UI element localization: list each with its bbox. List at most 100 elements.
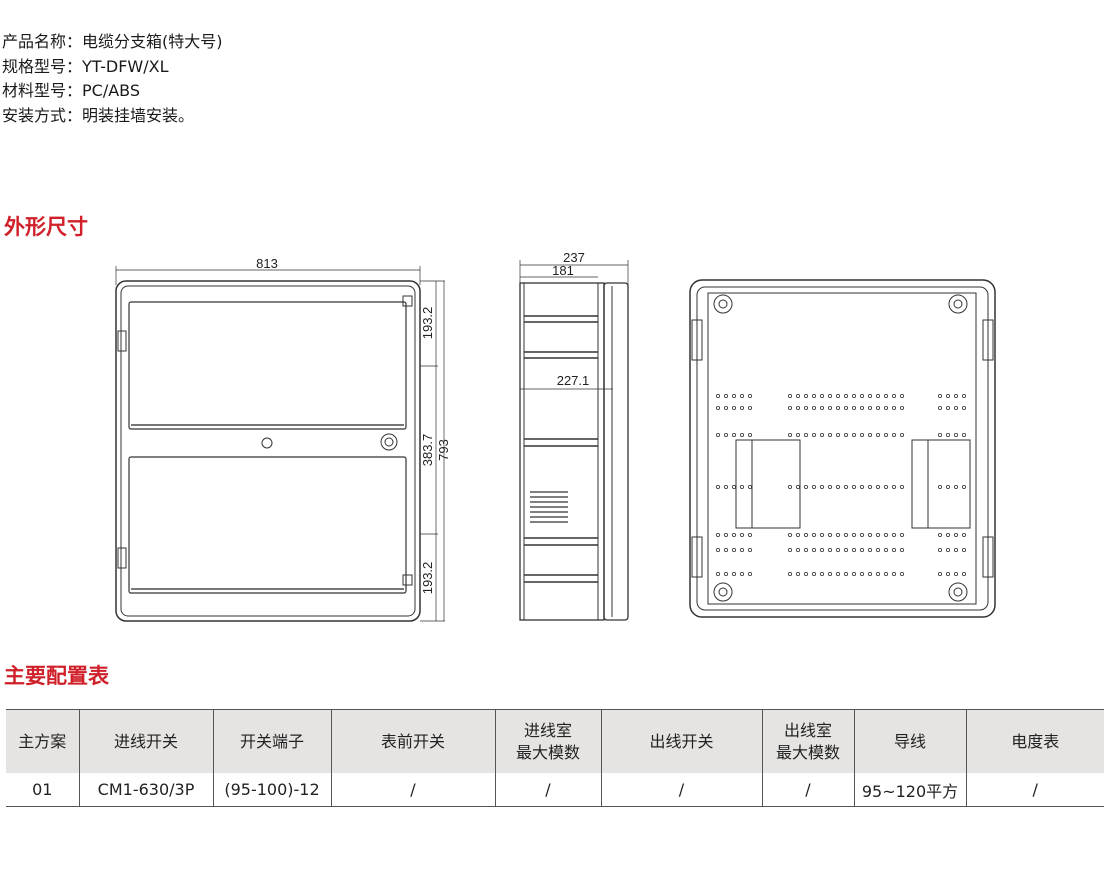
knockout-hole (836, 405, 841, 410)
knockout-hole (860, 533, 865, 538)
knockout-hole (788, 484, 793, 489)
knockout-hole (740, 432, 745, 437)
knockout-hole (962, 548, 967, 553)
knockout-hole (740, 393, 745, 398)
knockout-hole (828, 484, 833, 489)
col-header: 出线开关 (600, 709, 762, 773)
info-install: 安装方式：明装挂墙安装。 (2, 105, 195, 125)
knockout-hole (844, 533, 849, 538)
knockout-hole (884, 572, 889, 577)
knockout-hole (868, 393, 873, 398)
knockout-hole (938, 548, 943, 553)
knockout-hole (868, 533, 873, 538)
col-header: 主方案 (6, 709, 79, 773)
knockout-hole (868, 432, 873, 437)
knockout-hole (796, 432, 801, 437)
knockout-hole (796, 533, 801, 538)
knockout-hole (804, 405, 809, 410)
table-row: 01 CM1-630/3P (95-100)-12 / / / / 95~120… (6, 773, 1104, 807)
knockout-hole (716, 432, 721, 437)
knockout-hole (724, 405, 729, 410)
knockout-hole (788, 572, 793, 577)
knockout-hole (740, 572, 745, 577)
knockout-hole (860, 572, 865, 577)
knockout-hole (828, 572, 833, 577)
dim-front-bottom: 193.2 (420, 562, 435, 595)
knockout-hole (884, 548, 889, 553)
table-cell: / (494, 773, 601, 807)
knockout-hole (748, 393, 753, 398)
knockout-hole (812, 533, 817, 538)
knockout-hole (892, 548, 897, 553)
knockout-hole (946, 432, 951, 437)
knockout-hole (962, 533, 967, 538)
dim-side-mid: 227.1 (557, 373, 590, 388)
knockout-hole (740, 533, 745, 538)
knockout-hole (852, 405, 857, 410)
knockout-hole (820, 572, 825, 577)
knockout-hole (836, 548, 841, 553)
knockout-hole (900, 484, 905, 489)
dim-front-top: 193.2 (420, 307, 435, 340)
knockout-hole (962, 432, 967, 437)
knockout-hole (946, 572, 951, 577)
knockout-hole (938, 393, 943, 398)
knockout-hole (812, 405, 817, 410)
knockout-hole (852, 432, 857, 437)
knockout-hole (804, 533, 809, 538)
knockout-hole (820, 533, 825, 538)
knockout-hole (732, 484, 737, 489)
table-cell: 01 (32, 780, 53, 799)
knockout-hole (796, 405, 801, 410)
knockout-hole (804, 548, 809, 553)
knockout-hole (748, 432, 753, 437)
knockout-hole (788, 548, 793, 553)
knockout-hole (954, 533, 959, 538)
knockout-hole (796, 484, 801, 489)
knockout-hole (796, 572, 801, 577)
knockout-hole (748, 484, 753, 489)
knockout-hole (732, 405, 737, 410)
knockout-hole (724, 572, 729, 577)
knockout-hole (852, 393, 857, 398)
knockout-hole (954, 405, 959, 410)
knockout-hole (938, 533, 943, 538)
knockout-hole (740, 548, 745, 553)
knockout-hole (844, 484, 849, 489)
knockout-hole (860, 432, 865, 437)
col-header: 电度表 (965, 709, 1104, 773)
knockout-hole (828, 405, 833, 410)
knockout-hole (828, 432, 833, 437)
knockout-hole (740, 484, 745, 489)
knockout-hole (860, 548, 865, 553)
knockout-hole (860, 484, 865, 489)
knockout-hole (828, 393, 833, 398)
knockout-hole (884, 393, 889, 398)
knockout-hole (844, 572, 849, 577)
knockout-hole (836, 484, 841, 489)
knockout-hole (876, 405, 881, 410)
dim-side-inner: 181 (552, 263, 574, 278)
knockout-hole (716, 484, 721, 489)
knockout-hole (724, 393, 729, 398)
knockout-hole (740, 405, 745, 410)
knockout-hole (732, 533, 737, 538)
knockout-hole (804, 484, 809, 489)
knockout-hole (852, 533, 857, 538)
knockout-hole (716, 405, 721, 410)
knockout-hole (954, 572, 959, 577)
col-header: 开关端子 (212, 709, 331, 773)
knockout-hole (836, 533, 841, 538)
section-title-dimensions: 外形尺寸 (4, 215, 88, 239)
knockout-hole (852, 572, 857, 577)
knockout-hole (954, 393, 959, 398)
dimension-drawings: 813 193.2 383.7 793 193.2 237 181 227.1 (115, 250, 996, 622)
side-view-drawing (519, 260, 629, 621)
table-header-row: 主方案 进线开关 开关端子 表前开关 进线室 最大模数 出线开关 出线室 最大模… (6, 709, 1104, 773)
back-view-drawing (689, 279, 996, 618)
knockout-hole (868, 405, 873, 410)
knockout-hole (900, 533, 905, 538)
table-cell: / (965, 773, 1104, 807)
product-info: 产品名称：电缆分支箱(特大号) 规格型号：YT-DFW/XL 材料型号：PC/A… (2, 30, 223, 128)
